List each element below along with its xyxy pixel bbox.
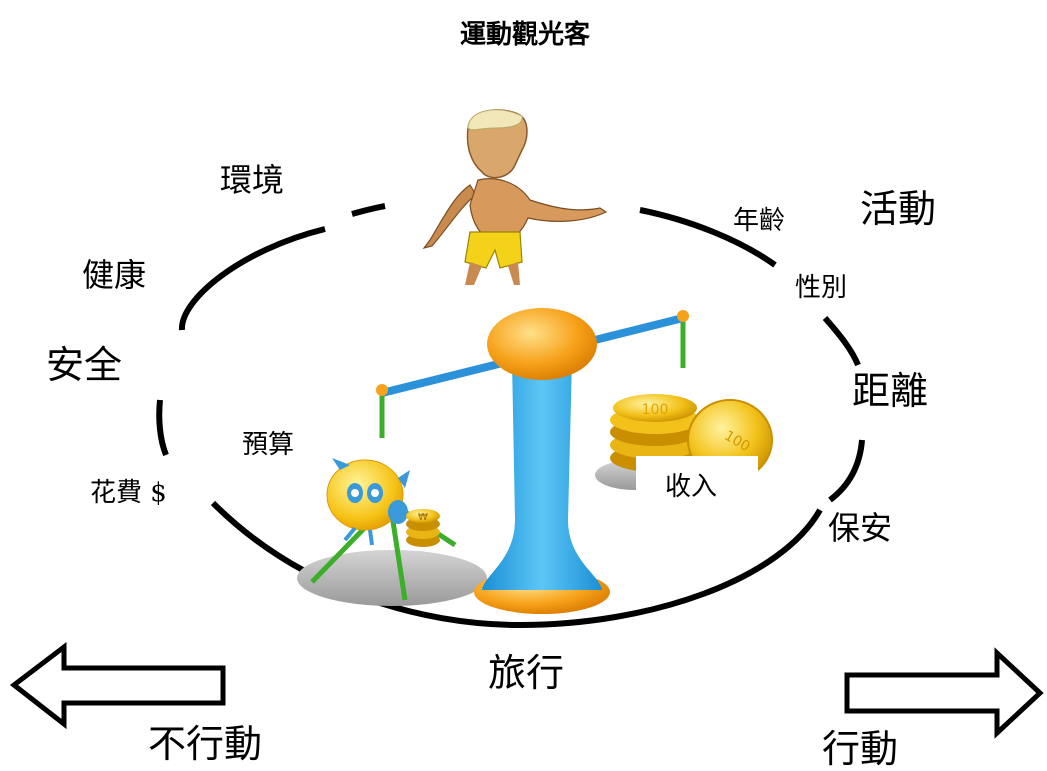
pivot-ball xyxy=(487,308,597,380)
ring-arc-left xyxy=(179,226,326,331)
ring-arc-right-lower xyxy=(828,439,865,503)
label-security: 保安 xyxy=(828,509,893,547)
label-environment: 環境 xyxy=(220,161,285,199)
label-expense: 花費 $ xyxy=(90,478,167,508)
left-arrow-icon xyxy=(9,641,226,730)
ring-arc-left-lower xyxy=(156,399,169,457)
tourist-figure-icon xyxy=(422,109,608,285)
left-arrow-label: 不行動 xyxy=(148,722,263,766)
label-budget: 預算 xyxy=(242,430,295,460)
income-label-backdrop xyxy=(636,456,758,508)
ring-arc-top-right xyxy=(639,207,777,268)
label-distance: 距離 xyxy=(852,369,929,413)
label-health: 健康 xyxy=(82,256,147,294)
right-arrow-label: 行動 xyxy=(822,727,899,771)
stand-column xyxy=(482,360,602,590)
small-coin-stack-icon: ₩ xyxy=(406,509,440,547)
label-activity: 活動 xyxy=(860,187,937,231)
center-label: 旅行 xyxy=(488,651,565,695)
svg-text:100: 100 xyxy=(642,402,669,418)
ring-arc-top-left xyxy=(351,203,386,217)
left-pan xyxy=(297,550,487,606)
page-title: 運動觀光客 xyxy=(460,20,591,50)
svg-text:₩: ₩ xyxy=(418,512,428,523)
label-age: 年齡 xyxy=(733,206,786,236)
piggy-bank-icon xyxy=(326,458,410,546)
right-arrow-icon xyxy=(844,647,1044,739)
label-gender: 性別 xyxy=(795,273,848,303)
label-income: 收入 xyxy=(665,472,718,502)
ring-arc-right xyxy=(822,316,861,367)
label-safety: 安全 xyxy=(46,343,123,387)
